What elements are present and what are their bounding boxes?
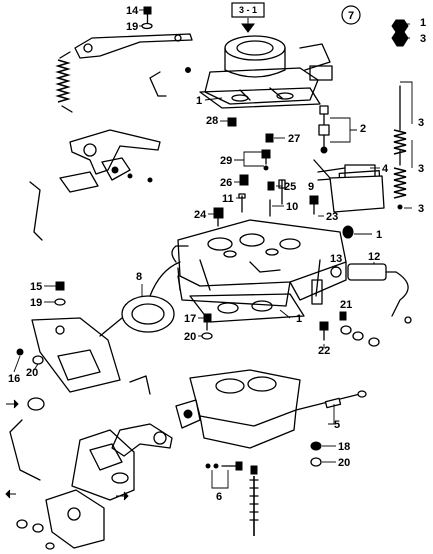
fuel-filter-12	[347, 263, 412, 324]
callout-20c: 20	[338, 457, 350, 469]
body-plug-1	[342, 225, 354, 239]
callout-24: 24	[194, 209, 207, 221]
auto-choke-diaphragm-hose	[171, 245, 189, 291]
air-horn-assembly	[204, 35, 333, 105]
plug-24	[213, 207, 224, 227]
vacuum-diaphragm-8	[99, 261, 181, 337]
jet-26	[239, 174, 249, 186]
callout-18: 18	[338, 441, 350, 453]
callout-16: 16	[8, 373, 20, 385]
screw-14	[143, 6, 152, 25]
needle-valve-2	[318, 105, 330, 154]
boot-part-1	[391, 19, 409, 47]
reference-tag: 3 - 1	[231, 2, 265, 33]
screw-21	[339, 311, 380, 347]
throttle-body	[175, 369, 301, 449]
link-rod-bottom	[9, 419, 41, 481]
callout-1d: 1	[296, 313, 302, 325]
arrows-bottom	[5, 489, 129, 501]
float-assembly	[313, 159, 385, 213]
callout-2: 2	[360, 123, 366, 135]
callout-27: 27	[288, 133, 300, 145]
choke-link-rod	[149, 67, 191, 97]
callout-28: 28	[206, 115, 218, 127]
callout-25: 25	[284, 181, 296, 193]
nut-20-bottom	[310, 457, 322, 467]
washer-19-top	[141, 22, 153, 30]
return-spring-top	[55, 51, 73, 113]
nut-20-left	[32, 355, 44, 365]
callout-23: 23	[326, 211, 338, 223]
screw-17	[203, 313, 212, 331]
callout-15: 15	[30, 281, 42, 293]
accelerator-pump-rod	[393, 85, 407, 155]
base-gasket-1	[189, 293, 305, 323]
svg-text:3 - 1: 3 - 1	[239, 5, 257, 15]
callout-9: 9	[308, 181, 314, 193]
callout-3a: 3	[420, 33, 426, 45]
bracket-16	[16, 317, 121, 393]
link-rod-left	[29, 181, 43, 241]
carburetor-body	[177, 219, 347, 307]
callout-6: 6	[216, 491, 222, 503]
callout-1c: 1	[376, 229, 382, 241]
callout-3c: 3	[418, 163, 424, 175]
callout-20a: 20	[184, 331, 196, 343]
callout-12: 12	[368, 251, 380, 263]
callout-19b: 19	[30, 297, 42, 309]
fast-idle-lever	[69, 129, 161, 181]
pump-spring-3	[393, 149, 407, 210]
callout-21: 21	[340, 299, 352, 311]
callout-1b: 1	[196, 95, 202, 107]
callout-26: 26	[220, 177, 232, 189]
plug-23	[309, 195, 319, 215]
bracket-lower-right	[45, 489, 105, 549]
throttle-lever-arm	[59, 171, 153, 193]
throttle-shaft-5	[295, 390, 367, 411]
callout-4: 4	[382, 163, 389, 175]
callout-11: 11	[222, 193, 234, 205]
callout-8: 8	[136, 271, 142, 283]
left-link-bushing	[6, 397, 45, 411]
jet-29	[261, 149, 271, 171]
top-gasket	[199, 87, 321, 109]
mixture-screw	[249, 465, 259, 536]
screw-22	[319, 321, 329, 341]
throttle-lever-bottom	[71, 429, 135, 501]
callout-20b: 20	[26, 367, 38, 379]
callout-1a: 1	[420, 17, 426, 29]
throttle-lever-bracket	[74, 33, 193, 59]
jet-9	[278, 179, 286, 205]
connector-13	[330, 266, 342, 278]
washer-20-mid	[201, 332, 213, 340]
callout-14: 14	[126, 5, 139, 17]
callout-10: 10	[286, 201, 298, 213]
small-washers-bottom	[16, 519, 55, 550]
jet-25	[267, 181, 275, 191]
tube-11	[238, 193, 246, 213]
callout-5: 5	[334, 419, 340, 431]
washer-19-left	[54, 298, 66, 306]
screw-27	[265, 133, 274, 143]
callout-3d: 3	[418, 203, 424, 215]
svg-text:7: 7	[348, 10, 354, 22]
callout-17: 17	[184, 313, 196, 325]
sheet-number-badge: 7	[341, 5, 361, 25]
screw-28	[227, 117, 237, 127]
leader-lines	[13, 9, 413, 489]
accelerator-lever	[111, 375, 173, 457]
callout-22: 22	[318, 345, 330, 357]
callout-19a: 19	[126, 21, 138, 33]
idle-screw-set-6	[205, 461, 243, 471]
callout-3b: 3	[418, 117, 424, 129]
callout-29: 29	[220, 155, 232, 167]
nut-18	[310, 441, 322, 451]
screw-15	[55, 281, 65, 291]
callout-13: 13	[330, 253, 342, 265]
